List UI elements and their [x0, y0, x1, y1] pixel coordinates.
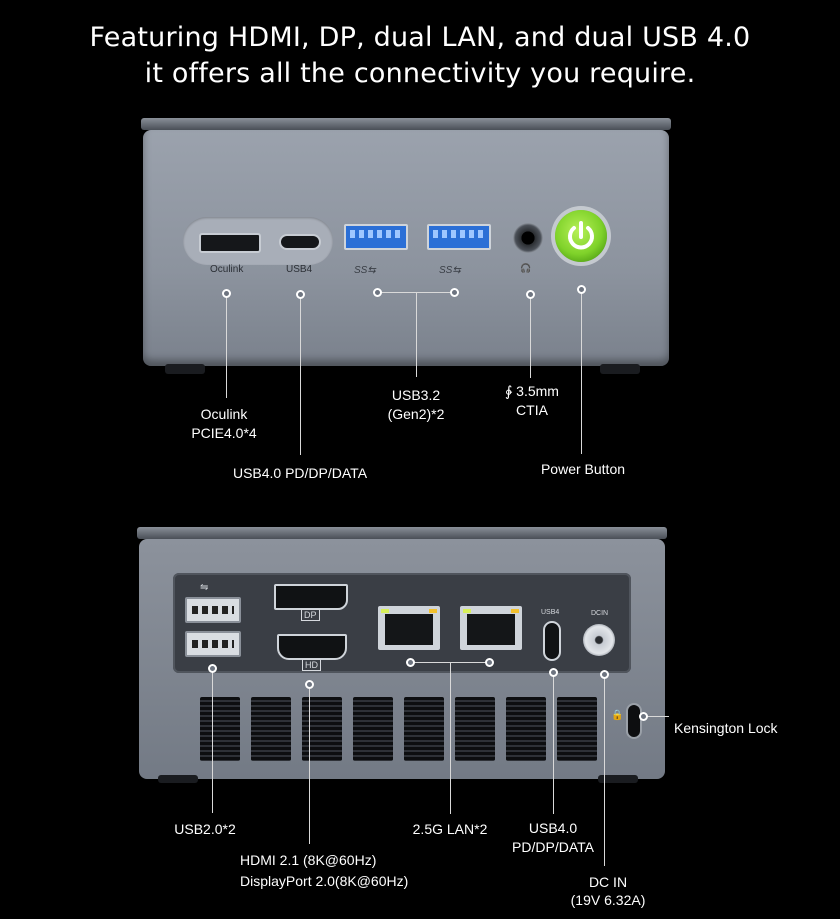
- callout-dcin-1: DC IN: [588, 874, 628, 890]
- lan-led-2b: [511, 609, 519, 613]
- usb20-port-2: [185, 631, 241, 657]
- hd-mark: HD: [302, 659, 321, 671]
- vent-6: [455, 697, 495, 761]
- usb32-port-1: [344, 224, 408, 250]
- leader-usb4-front: [300, 297, 301, 455]
- usb4-front-mark: USB4: [286, 264, 313, 275]
- ss-mark-2: SS⇆: [439, 265, 461, 276]
- oculink-mark: Oculink: [210, 264, 244, 275]
- lan-socket-1: [385, 614, 433, 645]
- lan-port-2: [460, 606, 522, 650]
- callout-lan: 2.5G LAN*2: [412, 821, 488, 837]
- callout-usb4-rear-2: PD/DP/DATA: [512, 839, 594, 855]
- vent-7: [506, 697, 546, 761]
- callout-oculink-1: Oculink: [200, 406, 248, 422]
- callout-kensington: Kensington Lock: [674, 720, 778, 736]
- rear-foot-right: [598, 775, 638, 783]
- usb-icon: ⇋: [200, 582, 209, 593]
- front-foot-right: [600, 364, 640, 374]
- usb4-rear-mark: USB4: [541, 609, 560, 616]
- ss-mark-1: SS⇆: [354, 265, 376, 276]
- callout-oculink-2: PCIE4.0*4: [191, 425, 257, 441]
- hdmi-port: [277, 634, 347, 660]
- lan-port-1: [378, 606, 440, 650]
- oculink-port: [199, 233, 261, 253]
- callout-dcin-2: (19V 6.32A): [570, 892, 646, 908]
- lan-led-1a: [381, 609, 389, 613]
- dot-usb4-front: [296, 290, 305, 299]
- callout-audio-1: ∲ 3.5mm: [505, 383, 559, 399]
- vent-3: [302, 697, 342, 761]
- rear-foot-left: [158, 775, 198, 783]
- dcin-mark: DCIN: [591, 610, 609, 617]
- displayport: [274, 584, 348, 610]
- headline-line-2: it offers all the connectivity you requi…: [144, 58, 696, 89]
- leader-usb32-v: [416, 292, 417, 377]
- power-button[interactable]: [555, 210, 607, 262]
- dot-usb32-2: [450, 288, 459, 297]
- vent-5: [404, 697, 444, 761]
- audio-jack: [513, 223, 543, 253]
- dot-usb32-1: [373, 288, 382, 297]
- lan-led-1b: [429, 609, 437, 613]
- dot-lan-2: [485, 658, 494, 667]
- usb4-rear-port: [543, 621, 561, 661]
- dot-dcin: [600, 670, 609, 679]
- leader-hdmi: [309, 689, 310, 844]
- leader-kensington: [647, 716, 669, 717]
- leader-power: [581, 293, 582, 454]
- power-icon: [568, 221, 594, 250]
- callout-usb4-front: USB4.0 PD/DP/DATA: [232, 465, 368, 481]
- leader-oculink: [226, 296, 227, 398]
- dot-kensington: [639, 712, 648, 721]
- dot-audio: [526, 290, 535, 299]
- headset-icon: 🎧: [520, 263, 532, 273]
- callout-audio-2: CTIA: [516, 402, 548, 418]
- vent-4: [353, 697, 393, 761]
- vent-2: [251, 697, 291, 761]
- dot-hdmi: [305, 680, 314, 689]
- dp-mark: DP: [301, 609, 320, 621]
- usb20-port-1: [185, 597, 241, 623]
- leader-audio: [530, 298, 531, 378]
- leader-lan-v: [450, 662, 451, 814]
- callout-power: Power Button: [540, 461, 626, 477]
- rear-lid: [137, 527, 667, 539]
- dot-oculink: [222, 289, 231, 298]
- front-lid: [141, 118, 671, 130]
- callout-usb4-rear-1: USB4.0: [528, 820, 578, 836]
- callout-hdmi-2: DisplayPort 2.0(8K@60Hz): [240, 873, 409, 889]
- front-foot-left: [165, 364, 205, 374]
- leader-dcin: [604, 678, 605, 866]
- lan-socket-2: [467, 614, 515, 645]
- usb4-front-port: [279, 234, 321, 250]
- dot-usb4-rear: [549, 668, 558, 677]
- leader-usb20: [212, 671, 213, 813]
- kensington-slot: [626, 703, 642, 739]
- lan-led-2a: [463, 609, 471, 613]
- dot-lan-1: [406, 658, 415, 667]
- callout-hdmi-1: HDMI 2.1 (8K@60Hz): [240, 852, 377, 868]
- callout-usb32-2: (Gen2)*2: [387, 406, 445, 422]
- dot-power: [577, 285, 586, 294]
- vent-8: [557, 697, 597, 761]
- usb32-port-2: [427, 224, 491, 250]
- lock-icon: 🔒: [611, 710, 624, 721]
- callout-usb20: USB2.0*2: [174, 821, 236, 837]
- leader-usb4-rear: [553, 676, 554, 814]
- dc-in-port: [583, 624, 615, 656]
- vent-1: [200, 697, 240, 761]
- dot-usb20: [208, 664, 217, 673]
- leader-usb32-h: [379, 292, 455, 293]
- headline-line-1: Featuring HDMI, DP, dual LAN, and dual U…: [89, 22, 751, 53]
- callout-usb32-1: USB3.2: [391, 387, 441, 403]
